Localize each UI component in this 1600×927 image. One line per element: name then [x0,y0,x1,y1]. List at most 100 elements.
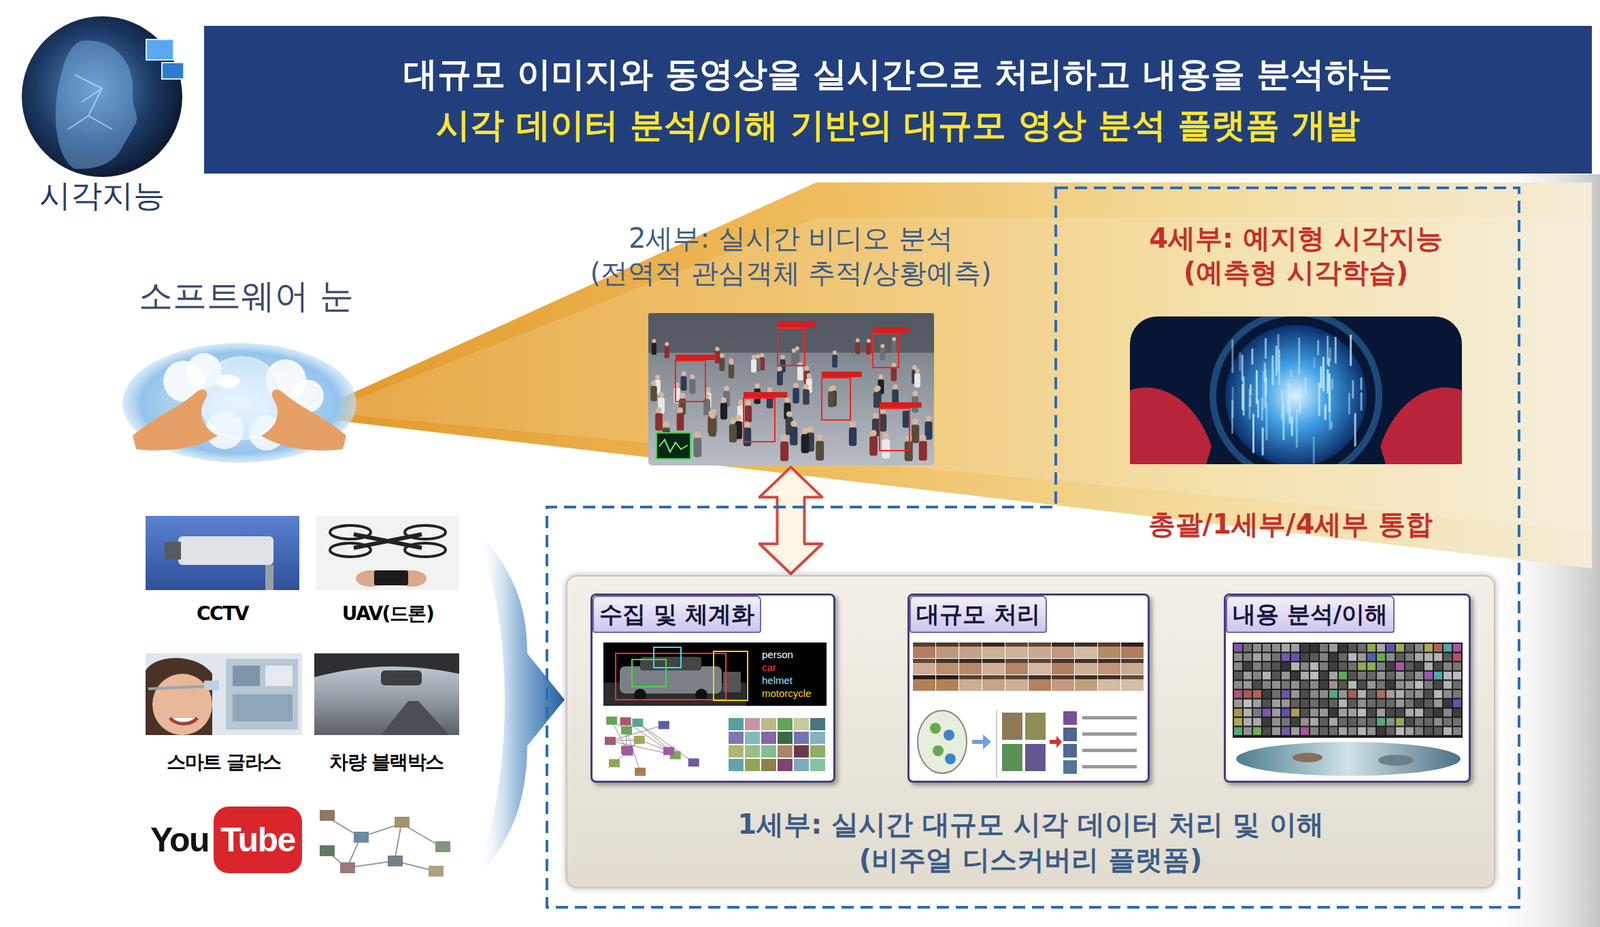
person-head [751,355,756,360]
region-outline-layer [545,186,1521,909]
data-streak [1298,385,1301,413]
neural-lines [68,74,113,130]
mosaic-tile [1300,653,1309,662]
face-hair [1097,642,1121,647]
panorama [1236,741,1461,776]
mosaic-tile [761,717,777,730]
mosaic-tile [793,744,809,758]
mosaic-tile [1424,653,1433,662]
banner-text: 시각 데이터 분석/이해 기반의 대규모 영상 분석 플랫폼 개발 [436,100,1360,152]
step-header: 대규모 처리 [909,595,1047,633]
mosaic-tile [810,731,826,744]
source-label: 스마트 글라스 [166,750,281,774]
face-tile [1005,642,1028,658]
mosaic-tile [1414,699,1424,708]
mosaic-tile [1272,653,1281,662]
mosaic-tile [1367,680,1376,689]
person-figure [693,438,702,458]
person-head [914,368,920,374]
mosaic-tile [1395,717,1405,726]
mosaic-tile [1376,680,1386,689]
person-head [879,408,886,415]
person-figure [879,348,886,361]
mosaic-tile [1386,653,1395,662]
mosaic-tile [1253,699,1262,708]
person-head [855,338,860,343]
mosaic-tile [1405,717,1414,726]
photo-thumb [1002,712,1023,740]
face-hair [1121,642,1144,647]
figure-image [1129,316,1462,464]
face-tile [1074,642,1098,658]
blackbox-photo [314,653,460,735]
person-head [676,407,683,414]
mosaic-tile [1319,661,1328,671]
mosaic-tile [728,744,744,758]
data-streak [1241,354,1244,381]
mosaic-tile [1367,717,1376,726]
face-hair [1074,674,1098,679]
divider [996,709,998,778]
figure-heading: 2세부: 실시간 비디오 분석 [628,221,954,256]
panorama-object [1378,754,1414,766]
face-hair [936,658,959,663]
data-streak [1280,390,1283,420]
person-head [679,393,686,399]
person-head [882,432,890,440]
mosaic-tile [1272,726,1281,735]
mosaic-tile [1405,726,1414,735]
mosaic-tile [810,758,826,771]
mosaic-tile [1434,717,1443,726]
person-head [873,387,879,393]
face-tile [1074,658,1098,675]
scene-background [648,312,935,466]
mosaic-tile [1443,689,1452,698]
source-label: 차량 블랙박스 [329,750,443,774]
data-streak [1275,345,1278,376]
mosaic-tile [1453,726,1462,735]
mosaic-tile [1319,643,1328,652]
mosaic-tile [1414,680,1424,689]
mosaic-tile [1453,689,1462,698]
person-head [658,391,664,398]
person-figure [910,424,919,443]
camera-mount [265,564,274,590]
person-figure [789,426,798,445]
person-figure [831,355,838,369]
tracking-box [777,327,805,366]
cone-highlight [336,217,1592,531]
graph-thumb [663,746,675,755]
person-head [832,350,837,355]
face-tile [982,658,1005,675]
mosaic-tile [761,744,777,758]
mosaic-tile [1234,680,1243,689]
mosaic-tile [1234,717,1243,726]
face-tile [1097,658,1121,675]
mosaic-tile [1376,671,1386,680]
mosaic-tile [1300,643,1309,652]
mosaic-tile [1310,717,1319,726]
face-tile [1028,658,1052,675]
person-head [784,397,790,403]
person-figure [680,376,687,391]
mosaic-tile [1281,726,1290,735]
face-hair [982,658,1005,663]
person-figure [792,387,799,404]
text-line [1082,748,1137,752]
mosaic-tile [1348,653,1357,662]
mosaic-tile [1310,661,1319,671]
mosaic-ground [1232,642,1463,738]
screen-icon [146,39,174,60]
person-figure [744,405,752,423]
face-hair [1051,674,1075,679]
mosaic-tile [1348,680,1357,689]
person-head [728,359,734,365]
data-streak [1317,340,1320,356]
data-streak [1261,427,1264,456]
person-figure [689,378,696,394]
region-label: 총괄/1세부/4세부 통합 [1148,506,1434,541]
mosaic-tile [1376,661,1386,671]
data-streak [1249,384,1252,396]
mosaic-tile [1357,643,1366,652]
face-tile [1028,642,1052,658]
